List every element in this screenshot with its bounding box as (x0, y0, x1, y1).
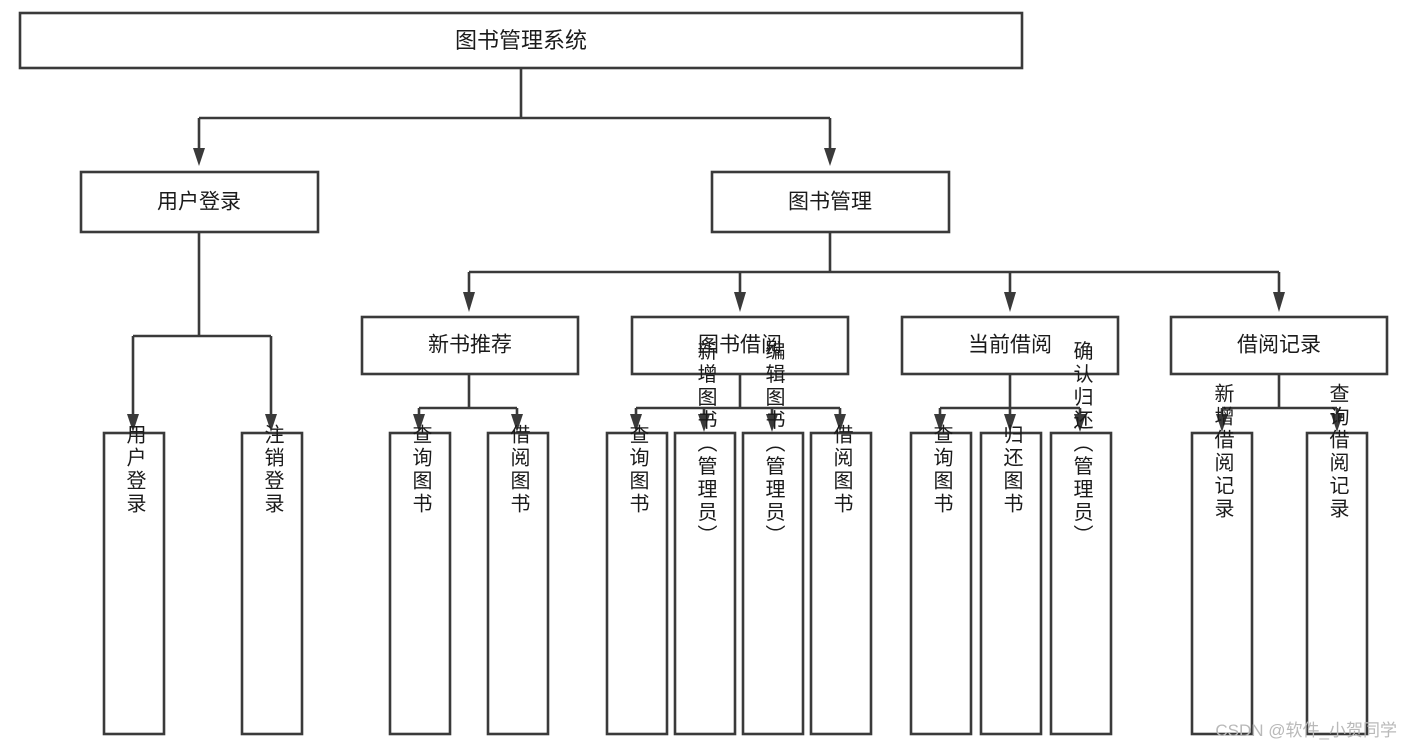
node-leaf-query-book-1-box[interactable] (388, 431, 452, 736)
node-current-borrow-label: 当前借阅 (968, 334, 1052, 357)
node-user-login[interactable]: 用户登录 (79, 170, 320, 234)
node-leaf-return-book[interactable]: 归还图书 (979, 424, 1043, 736)
arrow-book-manage-child-3 (1004, 292, 1016, 312)
arrow-book-manage-child-1 (463, 292, 475, 312)
node-leaf-query-record[interactable]: 查询借阅记录 (1305, 383, 1369, 736)
node-leaf-user-logout-label: 注销登录 (261, 424, 284, 516)
node-leaf-add-record-label: 新增借阅记录 (1211, 383, 1234, 521)
arrow-current-borrow-leaf-1 (934, 414, 946, 432)
node-book-borrow-label: 图书借阅 (698, 334, 782, 357)
node-leaf-user-login[interactable]: 用户登录 (102, 424, 166, 736)
arrow-user-login-leaf-1 (127, 414, 139, 432)
node-user-login-label: 用户登录 (157, 191, 241, 214)
node-leaf-borrow-book-1-box[interactable] (486, 431, 550, 736)
node-new-book-recommend-label: 新书推荐 (428, 334, 512, 357)
arrow-root-to-book-manage (824, 148, 836, 166)
arrow-book-manage-child-2 (734, 292, 746, 312)
node-current-borrow-box[interactable] (900, 315, 1120, 376)
node-book-borrow-box[interactable] (630, 315, 850, 376)
node-root-system[interactable]: 图书管理系统 (18, 11, 1024, 70)
node-leaf-edit-book-label: 编辑图书（管理员） (762, 340, 785, 547)
node-book-manage[interactable]: 图书管理 (710, 170, 951, 234)
node-leaf-borrow-book-1[interactable]: 借阅图书 (486, 424, 550, 736)
arrow-root-to-user-login (193, 148, 205, 166)
arrow-user-login-leaf-2 (265, 414, 277, 432)
connector-layer (127, 68, 1343, 432)
node-borrow-record[interactable]: 借阅记录 (1169, 315, 1389, 376)
node-borrow-record-label: 借阅记录 (1237, 334, 1321, 357)
node-leaf-return-book-label: 归还图书 (1000, 424, 1023, 516)
node-leaf-add-record-box[interactable] (1190, 431, 1254, 736)
node-leaf-query-book-3-box[interactable] (909, 431, 973, 736)
node-leaf-add-book[interactable]: 新增图书（管理员） (673, 340, 737, 736)
arrow-borrow-record-leaf-2 (1331, 414, 1343, 432)
node-leaf-user-logout[interactable]: 注销登录 (240, 424, 304, 736)
node-borrow-record-box[interactable] (1169, 315, 1389, 376)
node-leaf-confirm-return-box[interactable] (1049, 431, 1113, 736)
node-leaf-query-book-2-label: 查询图书 (626, 424, 649, 516)
node-leaf-query-book-3[interactable]: 查询图书 (909, 424, 973, 736)
node-leaf-add-record[interactable]: 新增借阅记录 (1190, 383, 1254, 736)
arrow-current-borrow-leaf-3 (1074, 414, 1086, 432)
node-leaf-add-book-box[interactable] (673, 431, 737, 736)
node-leaf-query-record-box[interactable] (1305, 431, 1369, 736)
node-leaf-query-book-1[interactable]: 查询图书 (388, 424, 452, 736)
node-leaf-confirm-return-label: 确认归还（管理员） (1070, 340, 1093, 547)
arrow-book-borrow-leaf-2 (698, 414, 710, 432)
node-leaf-edit-book-box[interactable] (741, 431, 805, 736)
node-new-book-recommend-box[interactable] (360, 315, 580, 376)
arrow-current-borrow-leaf-2 (1004, 414, 1016, 432)
arrow-new-book-leaf-2 (511, 414, 523, 432)
arrow-book-borrow-leaf-1 (630, 414, 642, 432)
node-root-label: 图书管理系统 (455, 28, 587, 53)
arrow-borrow-record-leaf-1 (1216, 414, 1228, 432)
node-leaf-borrow-book-2-label: 借阅图书 (830, 424, 853, 516)
node-book-manage-box[interactable] (710, 170, 951, 234)
node-leaf-borrow-book-2[interactable]: 借阅图书 (809, 424, 873, 736)
watermark: CSDN @软件_小贺同学 (1215, 721, 1397, 740)
node-leaf-query-book-2-box[interactable] (605, 431, 669, 736)
node-leaf-user-login-label: 用户登录 (123, 424, 146, 516)
node-leaf-return-book-box[interactable] (979, 431, 1043, 736)
node-book-manage-label: 图书管理 (788, 191, 872, 214)
node-leaf-edit-book[interactable]: 编辑图书（管理员） (741, 340, 805, 736)
node-leaf-borrow-book-2-box[interactable] (809, 431, 873, 736)
node-leaf-confirm-return[interactable]: 确认归还（管理员） (1049, 340, 1113, 736)
node-root-box[interactable] (18, 11, 1024, 70)
node-leaf-user-login-box[interactable] (102, 431, 166, 736)
node-current-borrow[interactable]: 当前借阅 (900, 315, 1120, 376)
node-leaf-query-record-label: 查询借阅记录 (1326, 383, 1349, 521)
node-leaf-query-book-3-label: 查询图书 (930, 424, 953, 516)
node-leaf-add-book-label: 新增图书（管理员） (694, 340, 717, 547)
arrow-new-book-leaf-1 (413, 414, 425, 432)
arrow-book-borrow-leaf-4 (834, 414, 846, 432)
node-book-borrow[interactable]: 图书借阅 (630, 315, 850, 376)
node-leaf-query-book-2[interactable]: 查询图书 (605, 424, 669, 736)
node-user-login-box[interactable] (79, 170, 320, 234)
node-leaf-user-logout-box[interactable] (240, 431, 304, 736)
arrow-book-manage-child-4 (1273, 292, 1285, 312)
node-leaf-borrow-book-1-label: 借阅图书 (507, 424, 530, 516)
arrow-book-borrow-leaf-3 (766, 414, 778, 432)
node-leaf-query-book-1-label: 查询图书 (409, 424, 432, 516)
node-new-book-recommend[interactable]: 新书推荐 (360, 315, 580, 376)
